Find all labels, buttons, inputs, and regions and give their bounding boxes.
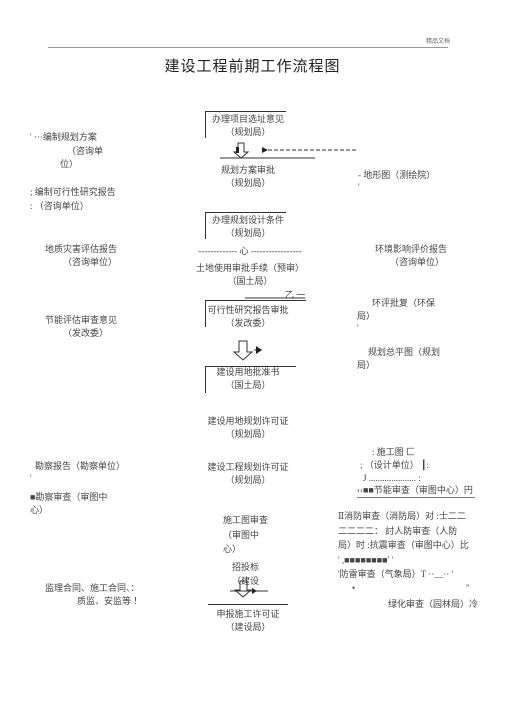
header-doc-label: 精品文档 xyxy=(426,39,451,45)
land-use-org: （国土局） xyxy=(227,276,273,286)
greening-review-label: 绿化审查（园林局）冷 xyxy=(388,599,479,609)
left-energy-review: 节能评估审查意见 xyxy=(45,315,118,325)
fire-review-line: Ⅱ消防审查（消防局）对 :士二二 xyxy=(338,511,466,521)
construction-permit-org: （建设局） xyxy=(225,622,271,632)
env-approval-label: 环评批复（环保 xyxy=(372,298,436,308)
permit-rule xyxy=(208,604,288,605)
page-title: 建设工程前期工作流程图 xyxy=(164,59,341,75)
construction-drawing-line-2: ; （设计单位） ┃: xyxy=(360,460,429,470)
arrow-head-icon xyxy=(252,588,257,594)
header-rule xyxy=(48,47,448,48)
left-feasibility-report: ; 编制可行性研究报告 xyxy=(30,187,116,197)
design-conditions-box xyxy=(205,212,286,239)
bullet-end: " xyxy=(466,583,470,593)
project-permit-label: 建设工程规划许可证 xyxy=(207,462,289,472)
left-plan-design-unit: （咨询单 xyxy=(67,146,104,156)
bidding-label: 招投标 xyxy=(232,562,260,572)
master-plan-org: 局） xyxy=(357,360,376,370)
dash-separator: ------------- 心 ----------------- xyxy=(198,246,302,256)
site-opinion-label: 办理项目选址意见 xyxy=(211,114,284,124)
right-rule xyxy=(357,497,475,498)
feasibility-approval-org: （发改委） xyxy=(225,318,271,328)
left-survey-report: 勘察报告（勘察单位） xyxy=(35,461,126,471)
construction-drawing-line-1: : 施工图 匚 xyxy=(372,447,416,457)
drawing-review-org: （审图中 xyxy=(223,530,260,540)
down-arrow-icon xyxy=(233,580,253,598)
land-approval-org: （国土局） xyxy=(225,380,271,390)
mark-yi: 乙 一 xyxy=(285,290,306,300)
land-approval-label: 建设用地批准书 xyxy=(216,367,280,377)
feasibility-approval-box xyxy=(205,300,306,327)
energy-review-right: ‹‹■■节能审查（审图中心）円 xyxy=(357,485,473,495)
land-approval-box xyxy=(205,366,296,393)
left-supervision-end: 质监、安监等 ！ xyxy=(77,596,143,606)
dotted-line: ' ,■■■■■■■■' ' xyxy=(338,555,394,565)
arrow-head-icon xyxy=(256,346,262,354)
left-survey-review-end: 心） xyxy=(30,505,49,515)
feasibility-approval-label: 可行性研究报告审批 xyxy=(207,305,289,315)
left-feasibility-unit: : （咨询单位） xyxy=(30,201,89,211)
left-energy-unit: （发改委） xyxy=(63,328,109,338)
arrow-head-icon xyxy=(262,147,268,153)
env-approval-org: 局） xyxy=(357,311,376,321)
topo-map-mark: ' xyxy=(358,182,360,192)
down-arrow-icon xyxy=(232,340,254,361)
site-opinion-box xyxy=(205,111,286,138)
env-report-unit: （咨询单位） xyxy=(390,257,445,267)
left-plan-design-unit-end: 位） xyxy=(60,159,79,169)
left-supervision: 监理合同、施工合同、： xyxy=(45,583,140,593)
drawing-review-label: 施工图审查 xyxy=(223,515,269,525)
left-plan-design: ' ···编制规划方案 xyxy=(30,132,97,142)
bullet-dot: • xyxy=(352,583,356,593)
drawing-review-org-end: 心） xyxy=(223,544,242,554)
arrow-stem-icon xyxy=(236,147,239,153)
left-survey-mark: ' xyxy=(30,473,32,483)
land-use-label: 土地使用审批手续（预审） xyxy=(195,263,304,273)
site-opinion-org: （规划局） xyxy=(225,127,271,137)
plan-approval-org: （规划局） xyxy=(225,178,271,188)
civil-defense-line: 二二二二： 討人防审查（人防 xyxy=(338,526,458,536)
land-permit-org: （规划局） xyxy=(225,429,271,439)
design-conditions-label: 办理规划设计条件 xyxy=(211,215,284,225)
master-plan-label: 规划总平图（规划 xyxy=(368,347,441,357)
left-survey-review: ■勘察审查（审图中 xyxy=(30,492,108,502)
seismic-review-line: 局）时 :抗震审查（审图中心）比 xyxy=(338,540,469,550)
env-report-label: 环境影响评价报告 xyxy=(375,244,448,254)
design-conditions-org: （规划局） xyxy=(225,228,271,238)
lightning-review-line: '防雷审查（气象局）T ··__·· ' xyxy=(338,569,454,579)
construction-permit-label: 申报施工许可证 xyxy=(216,609,280,619)
project-permit-org: （规划局） xyxy=(225,475,271,485)
env-approval-mark: ' xyxy=(357,323,359,333)
land-permit-label: 建设用地规划许可证 xyxy=(207,416,289,426)
plan-approval-label: 规划方案审批 xyxy=(220,165,275,175)
topo-map-label: - 地形图（测绘院） xyxy=(358,170,436,180)
left-geo-hazard-unit: （咨询单位） xyxy=(63,257,118,267)
construction-drawing-line-3: J ..................... : xyxy=(363,473,421,483)
left-geo-hazard: 地质灾害评估报告 xyxy=(45,244,118,254)
